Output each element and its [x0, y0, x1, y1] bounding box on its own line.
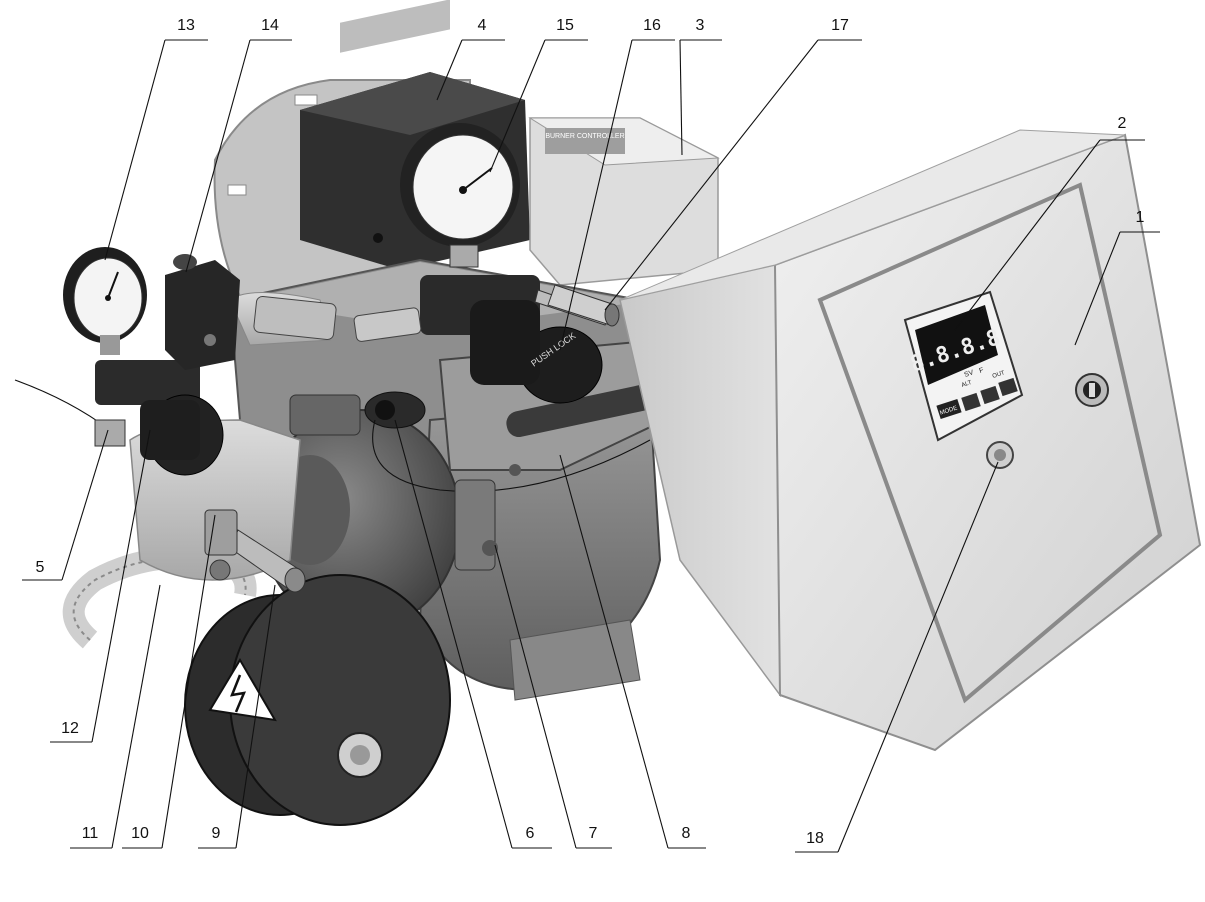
callout-2: 2 [954, 115, 1145, 331]
callout-number-17: 17 [831, 17, 849, 34]
pressure-gauge-right [400, 123, 520, 268]
controller-sv-label: SV [963, 369, 974, 379]
callout-leader-11 [111, 584, 161, 849]
callout-8: 8 [559, 454, 706, 849]
controller-up-button [998, 377, 1018, 397]
controller-mode-label: MODE [939, 405, 958, 416]
controller-mode-button [936, 398, 962, 420]
callout-4: 4 [436, 17, 505, 101]
regulator-left [14, 360, 224, 476]
pressure-gauge-left [63, 247, 147, 355]
callout-6: 6 [394, 419, 552, 849]
callout-number-2: 2 [1118, 115, 1127, 132]
callout-number-16: 16 [643, 17, 661, 34]
ignition-cap [184, 574, 451, 826]
controller-left-button [961, 392, 981, 412]
callout-number-7: 7 [589, 825, 598, 842]
callout-number-12: 12 [61, 720, 79, 737]
callout-number-18: 18 [806, 830, 824, 847]
callout-number-9: 9 [212, 825, 221, 842]
controller-f-label: F [978, 367, 984, 375]
callout-number-11: 11 [82, 825, 99, 842]
callout-1: 1 [1074, 209, 1160, 346]
solenoid-valve [165, 254, 240, 370]
callout-3: 3 [679, 17, 722, 156]
callout-number-6: 6 [526, 825, 535, 842]
callout-leader-8 [559, 454, 669, 849]
inlet-fittings [253, 296, 422, 342]
callout-leader-14 [185, 39, 251, 273]
callout-13: 13 [104, 17, 208, 261]
callout-17: 17 [604, 17, 862, 311]
callout-18: 18 [795, 461, 999, 853]
callout-number-13: 13 [177, 17, 195, 34]
callout-15: 15 [489, 17, 588, 173]
callout-leader-3 [679, 39, 683, 156]
regulator-right: PUSH LOCK [420, 275, 611, 404]
callout-leader-4 [436, 39, 463, 101]
callout-16: 16 [559, 17, 675, 351]
callout-leader-6 [394, 419, 513, 849]
callout-number-1: 1 [1136, 209, 1145, 226]
controller-alt-label: ALT [961, 380, 973, 389]
callout-12: 12 [50, 429, 151, 743]
callout-11: 11 [70, 584, 161, 849]
high-voltage-icon [230, 674, 247, 713]
callout-number-4: 4 [478, 17, 487, 34]
callout-leader-16 [559, 39, 633, 351]
fixing-bracket [454, 479, 498, 571]
callout-leader-12 [91, 429, 151, 743]
temperature-controller: 8.8.8.8 SV F ALT OUT MODE [903, 290, 1024, 442]
callout-leader-7 [494, 544, 577, 849]
callout-number-14: 14 [261, 17, 279, 34]
callout-number-5: 5 [36, 559, 45, 576]
callout-number-8: 8 [682, 825, 691, 842]
callout-leader-10 [161, 514, 216, 849]
burner-controller-box: BURNER CONTROLLER [528, 117, 720, 286]
callout-14: 14 [185, 17, 292, 273]
callout-leader-17 [604, 39, 819, 311]
cabinet-lock [1075, 373, 1109, 407]
tee-fitting [204, 509, 238, 581]
callout-leader-9 [235, 584, 276, 849]
outlet-pipe [547, 284, 620, 327]
controller-box-label: BURNER CONTROLLER [545, 133, 624, 140]
callout-leader-5 [61, 429, 109, 581]
callout-number-15: 15 [556, 17, 574, 34]
callout-5: 5 [22, 429, 109, 581]
controller-out-label: OUT [992, 370, 1006, 380]
callout-7: 7 [494, 544, 612, 849]
callout-9: 9 [198, 584, 276, 849]
control-cabinet [619, 129, 1202, 752]
callout-leader-13 [104, 39, 166, 261]
callout-leader-2 [954, 139, 1101, 331]
controller-down-button [980, 385, 1000, 405]
callout-number-10: 10 [131, 825, 149, 842]
callout-leader-18 [837, 461, 999, 853]
indicator-lamp [986, 441, 1014, 469]
callout-leader-15 [489, 39, 546, 173]
flame-sensor [364, 391, 651, 492]
callout-leader-1 [1074, 231, 1121, 346]
callout-number-3: 3 [696, 17, 705, 34]
callout-10: 10 [122, 514, 216, 849]
